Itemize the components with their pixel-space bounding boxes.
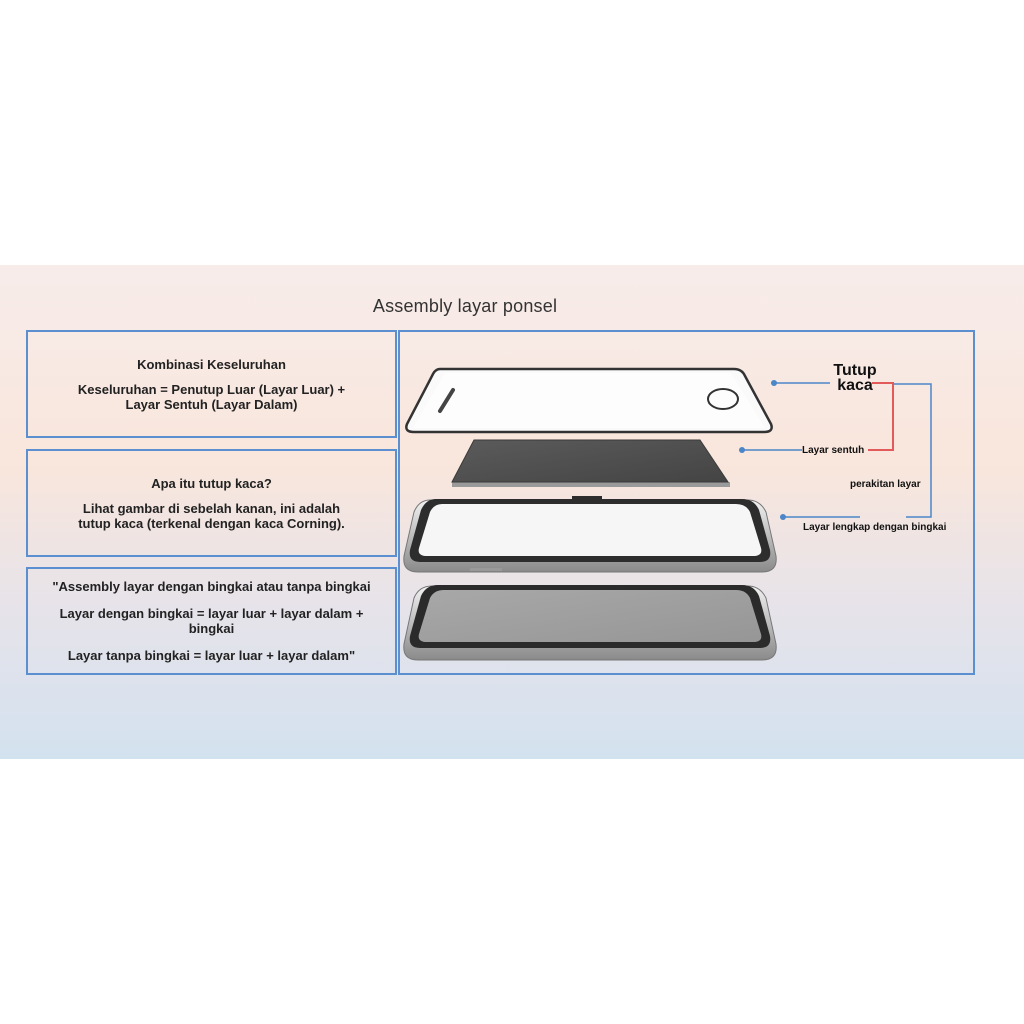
diagram-panel [398,330,975,675]
glass-cover-layer [405,367,773,434]
speaker-slot-icon [438,388,455,413]
page-title: Assembly layar ponsel [372,296,558,316]
overall-line-2: Layar Sentuh (Layar Dalam) [125,396,298,412]
touch-screen-layer [451,439,730,487]
glass-heading: Apa itu tutup kaca? [151,475,272,491]
assembly-line-2a: Layar dengan bingkai = layar luar + laya… [59,606,364,621]
home-button-icon [707,388,739,410]
glass-line-1: Lihat gambar di sebelah kanan, ini adala… [82,500,341,516]
label-layar-sentuh: Layar sentuh [802,445,865,456]
assembly-line-1: "Assembly layar dengan bingkai atau tanp… [52,579,371,594]
connector-lines [739,380,932,520]
overall-line-1: Keseluruhan = Penutup Luar (Layar Luar) … [77,381,346,397]
framed-screen-layer [403,496,777,573]
assembly-panel: "Assembly layar dengan bingkai atau tanp… [26,567,397,675]
label-tutup: Tutup [833,362,877,379]
glass-line-2: tutup kaca (terkenal dengan kaca Corning… [78,515,345,531]
overall-heading: Kombinasi Keseluruhan [137,356,286,372]
glass-cover-panel: Apa itu tutup kaca? Lihat gambar di sebe… [26,449,397,557]
label-perakitan-layar: perakitan layar [850,479,921,490]
frameless-screen-layer [403,585,777,661]
overall-combination-panel: Kombinasi Keseluruhan Keseluruhan = Penu… [26,330,397,438]
assembly-line-2b: bingkai [188,621,235,636]
label-layar-lengkap: Layar lengkap dengan bingkai [803,522,947,533]
label-kaca: kaca [837,377,873,394]
assembly-line-3: Layar tanpa bingkai = layar luar + layar… [67,648,356,663]
